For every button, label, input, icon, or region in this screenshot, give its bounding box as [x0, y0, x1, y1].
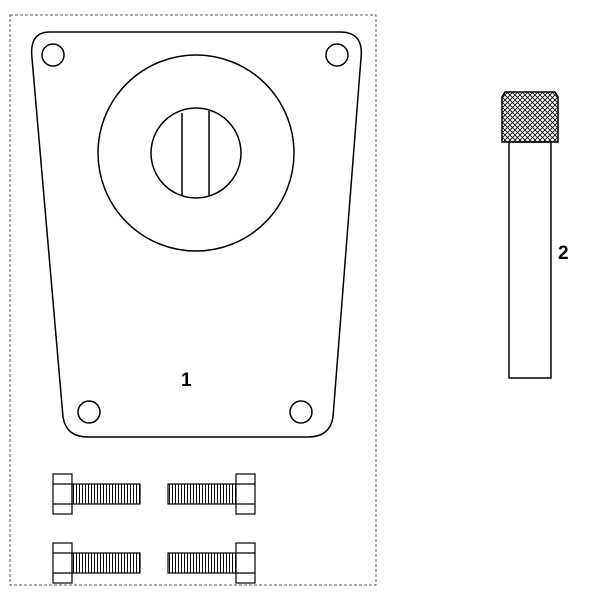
kit-boundary: [9, 14, 377, 586]
pin-shaft: [508, 141, 552, 379]
part-2-label: 2: [558, 243, 569, 264]
outer-ring: [97, 54, 295, 252]
pin-knurled-head: [501, 91, 559, 143]
bolt-bottom-right: [167, 542, 256, 584]
bolt-top-right: [167, 473, 256, 515]
bolt-hole-top-left: [41, 43, 65, 67]
locking-pin: [501, 91, 559, 379]
bolt-hole-top-right: [325, 43, 349, 67]
part-1-label: 1: [181, 370, 192, 391]
mounting-plate: [30, 31, 363, 438]
plate-outline: [30, 31, 363, 438]
inner-hub: [150, 107, 242, 199]
bolt-top-left: [52, 473, 141, 515]
bolt-hole-bottom-left: [77, 400, 101, 424]
bolt-hole-bottom-right: [289, 400, 313, 424]
bolt-bottom-left: [52, 542, 141, 584]
